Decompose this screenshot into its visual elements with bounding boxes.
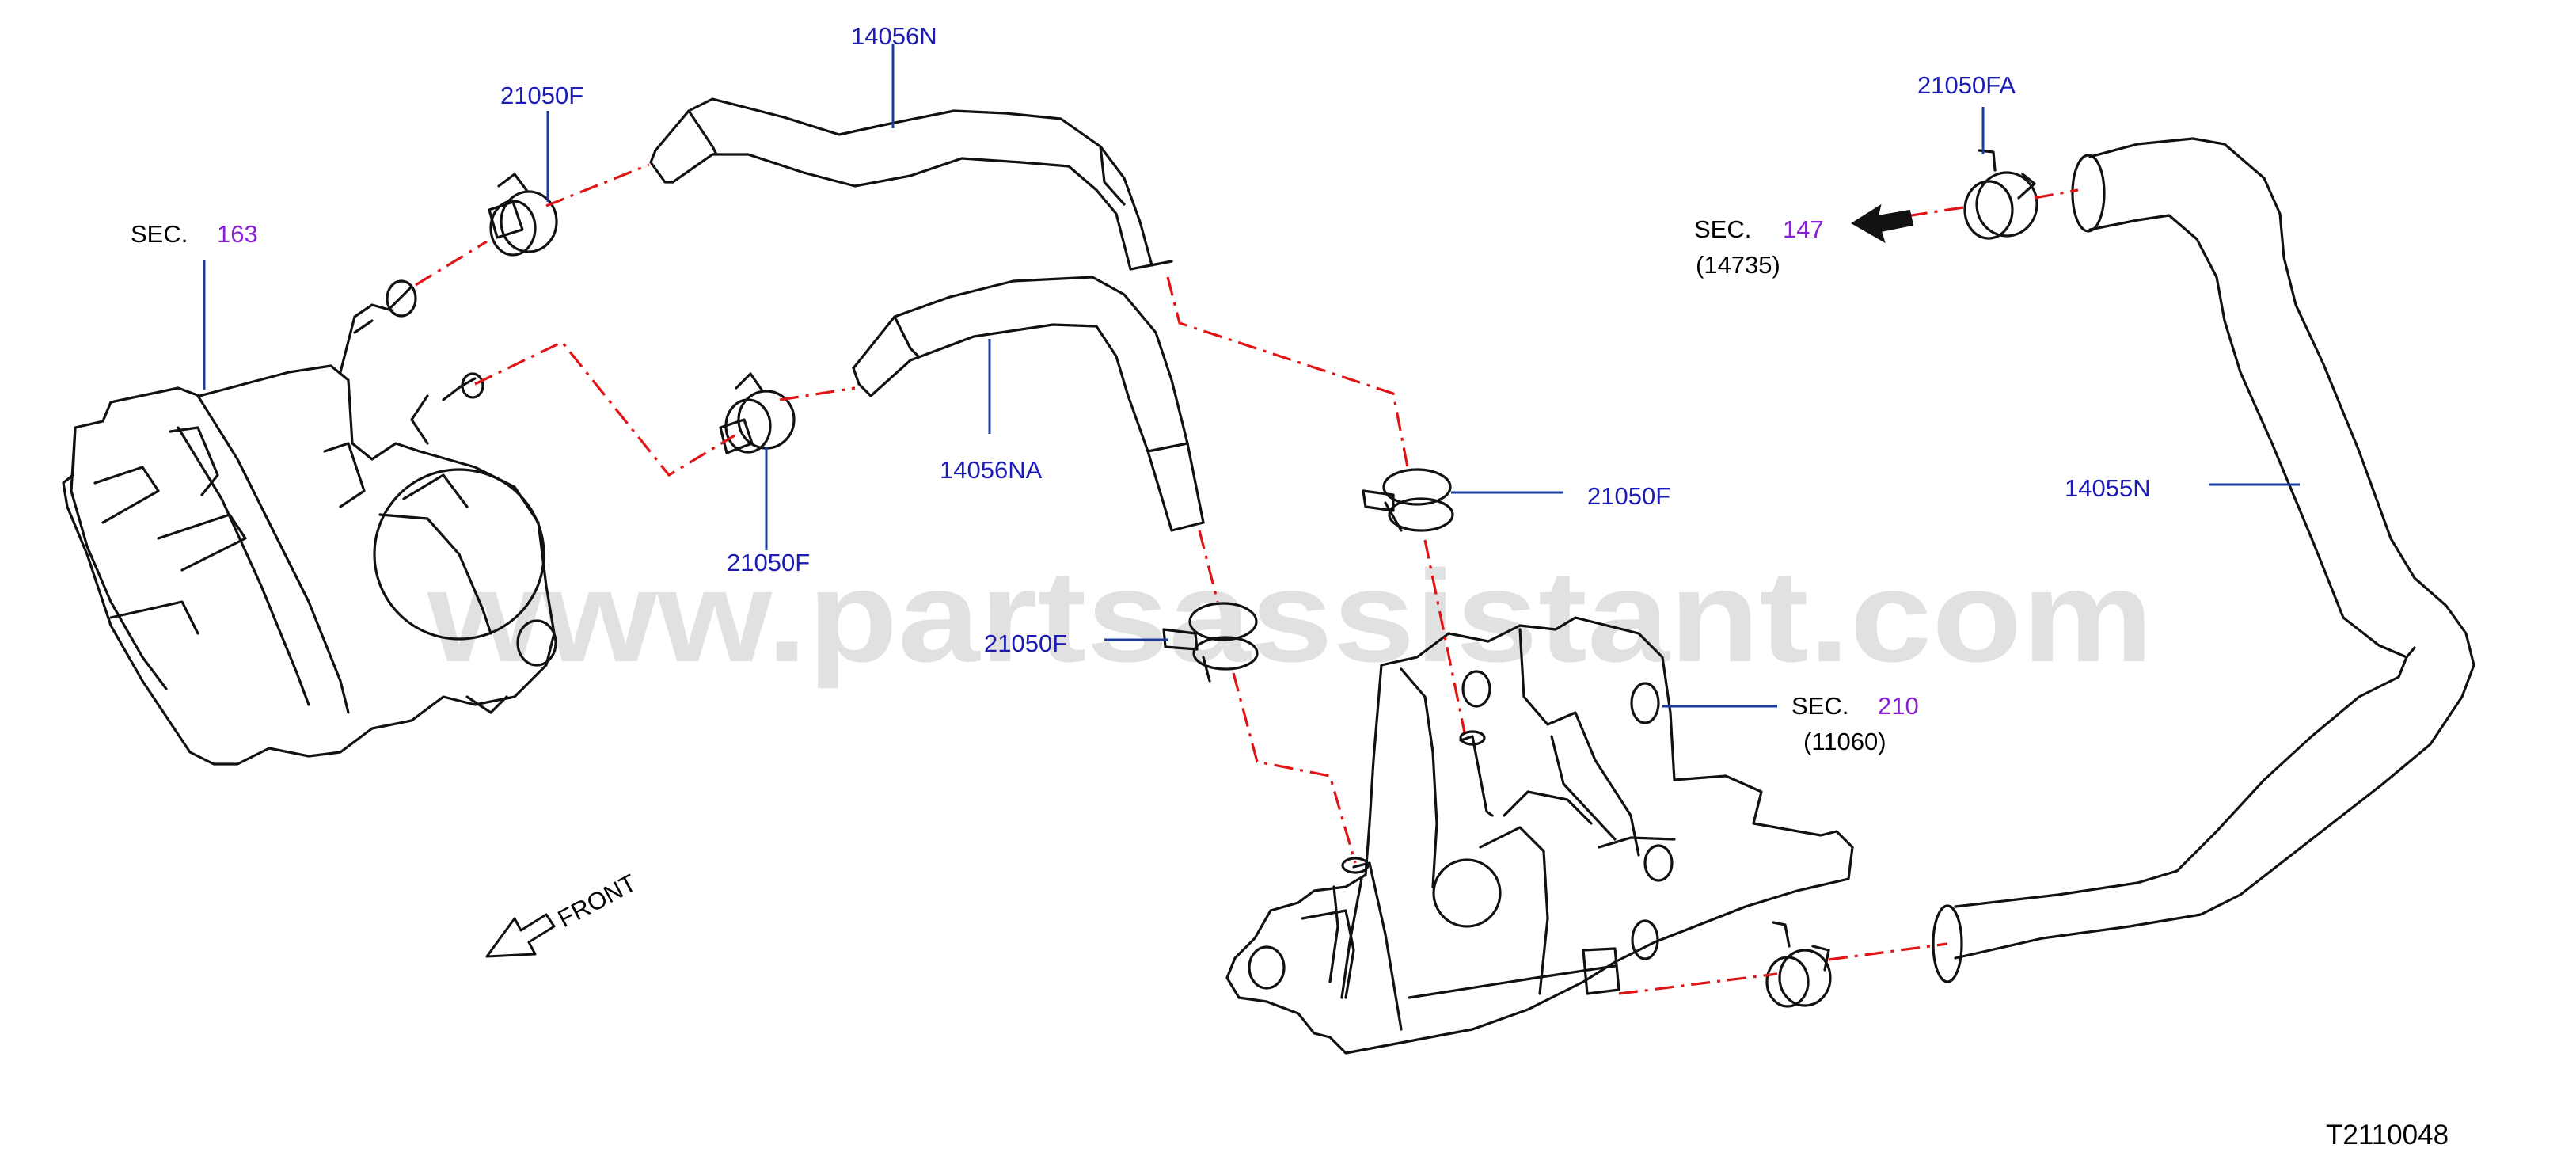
watermark: www.partsassistant.com — [427, 543, 2153, 689]
label-clamp-lower: 21050F — [984, 629, 1067, 657]
front-arrow-icon — [485, 913, 556, 958]
label-sec-210-sub: (11060) — [1803, 728, 1886, 755]
clamp-right[interactable] — [1362, 468, 1454, 532]
clamp-top-left[interactable] — [488, 173, 558, 257]
water-outlet-housing[interactable] — [1225, 616, 1854, 1055]
label-sec-163-prefix: SEC. — [131, 220, 188, 248]
hose-14056n[interactable] — [649, 97, 1173, 271]
label-hose-lower: 14056NA — [940, 456, 1043, 484]
front-direction-indicator: FRONT — [485, 869, 641, 958]
clamp-lower[interactable] — [1162, 602, 1259, 683]
hose-14056na[interactable] — [852, 276, 1205, 532]
label-sec-147-prefix: SEC. — [1694, 215, 1751, 243]
label-sec-163-number: 163 — [217, 220, 258, 248]
front-label: FRONT — [553, 869, 641, 933]
clamp-fa[interactable] — [1963, 149, 2038, 240]
assembly-lines — [415, 163, 2079, 995]
label-sec-147-sub: (14735) — [1696, 251, 1780, 279]
arrow-left-icon — [1851, 203, 1914, 244]
label-hose-right: 14055N — [2065, 474, 2151, 502]
leader-lines — [203, 44, 2300, 708]
label-clamp-right: 21050F — [1587, 482, 1670, 510]
diagram-code: T2110048 — [2326, 1120, 2449, 1150]
label-clamp-top-left: 21050F — [500, 82, 583, 109]
throttle-body[interactable] — [62, 279, 557, 766]
hose-14055n[interactable] — [1932, 137, 2475, 983]
label-clamp-fa: 21050FA — [1917, 71, 2016, 99]
label-clamp-mid-left: 21050F — [727, 549, 810, 576]
clamp-mid-left[interactable] — [719, 372, 796, 454]
label-sec-147-number: 147 — [1783, 215, 1824, 243]
label-sec-210-number: 210 — [1878, 692, 1919, 720]
clamp-bottom-right[interactable] — [1765, 921, 1832, 1008]
label-hose-upper: 14056N — [851, 22, 937, 50]
label-sec-210-prefix: SEC. — [1791, 692, 1848, 720]
